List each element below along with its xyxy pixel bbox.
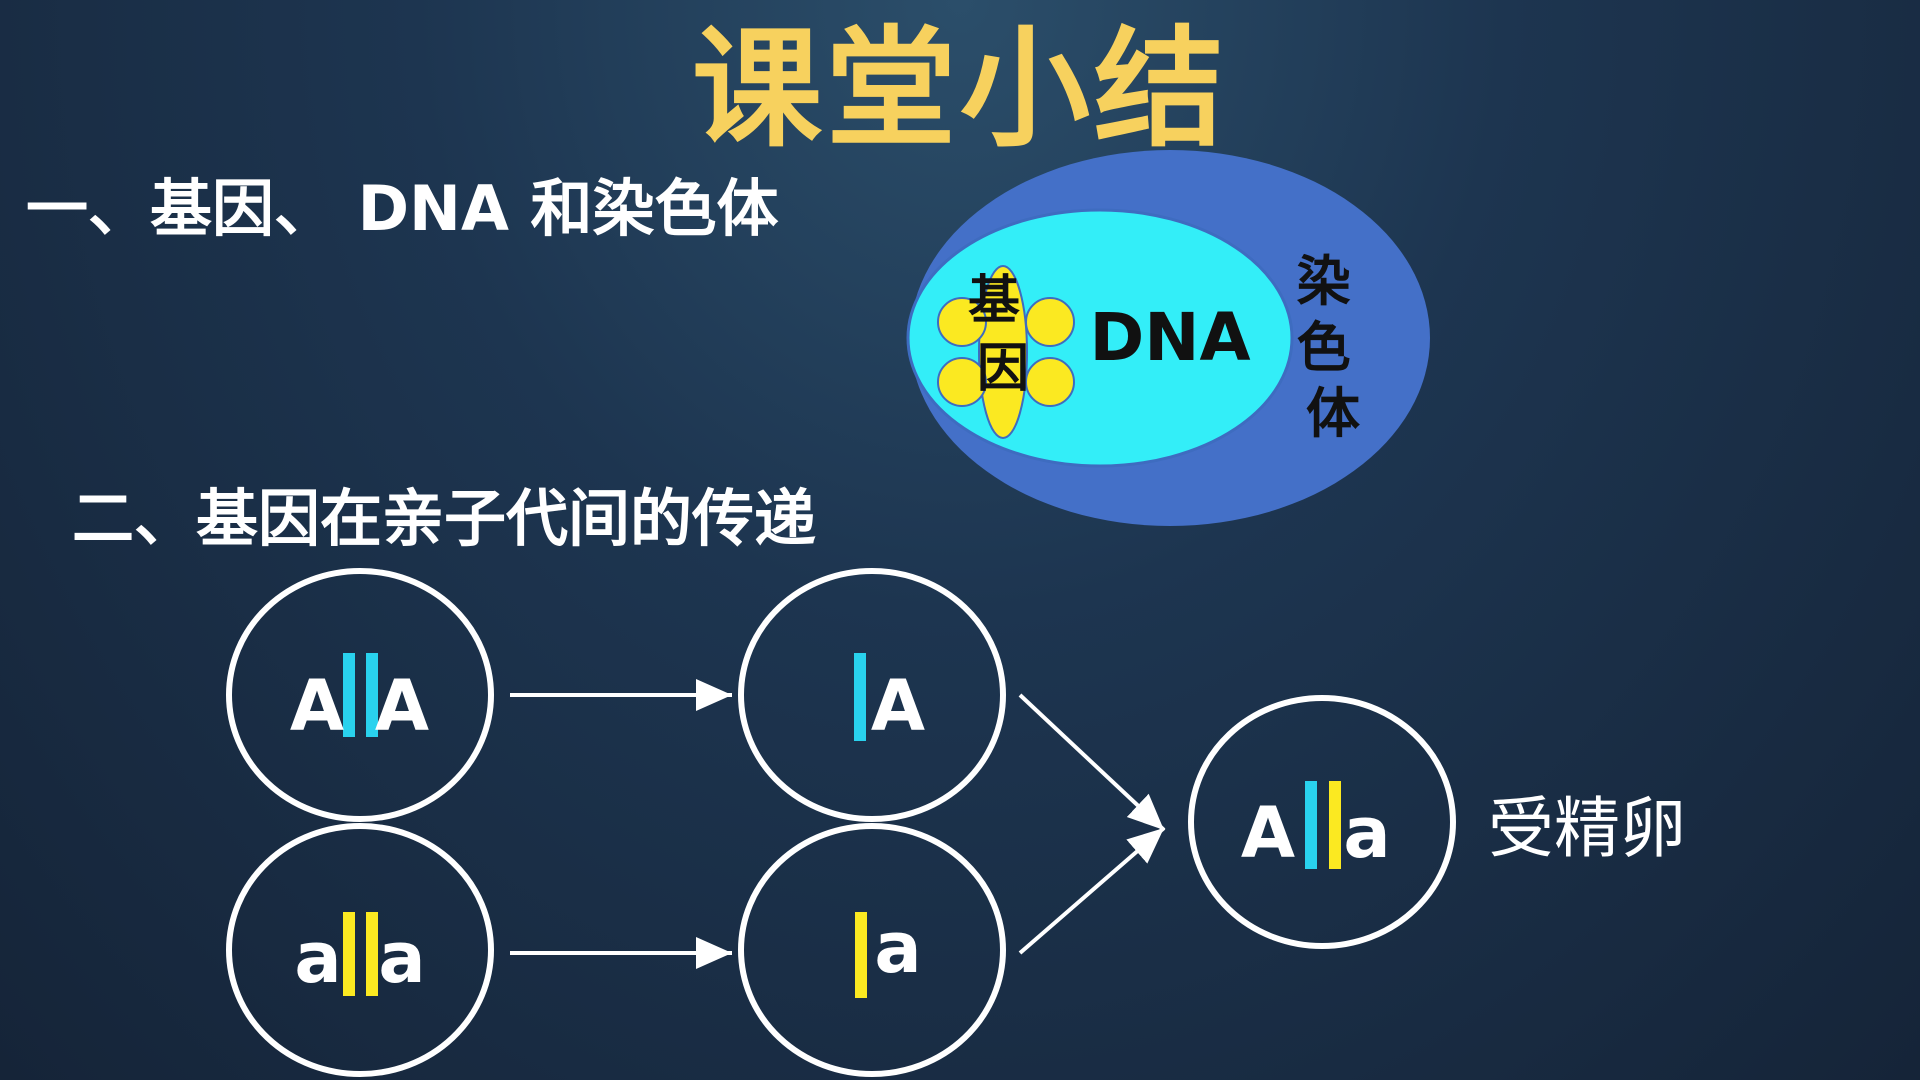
chromosome-label: 染 色 体 [1297,250,1370,445]
allele-label: A [1241,792,1295,874]
gene-cluster-icon: 基 因 [937,265,1075,439]
allele-label: a [874,907,921,989]
chromosome-dna-gene-diagram: 基 因 DNA 染 色 体 [906,150,1430,526]
arrow-gamete-top-to-zygote [1018,693,1166,832]
chromosome-bar-a-dominant [1305,781,1317,869]
gene-center-shape [978,265,1028,439]
allele-label: a [1343,792,1390,874]
gamete-cell-top [738,568,1006,822]
allele-label: A [290,665,344,747]
chromosome-bar-a-recessive [343,912,355,996]
section-heading-gene-dna-chromosome: 一、基因、 DNA 和染色体 [26,172,779,245]
allele-label: A [375,665,429,747]
gene-transmission-diagram: A A a a A a A a [226,568,1456,1077]
zygote-label: 受精卵 [1488,790,1686,867]
allele-label: a [378,917,425,999]
parent-cell-top [226,568,494,822]
gene-circle [1025,357,1075,407]
gene-circle [937,357,987,407]
parent-cell-bottom [226,823,494,1077]
gene-circle [1025,297,1075,347]
allele-label: a [294,917,341,999]
chromosome-bar-a-recessive [366,912,378,996]
page-title: 课堂小结 [691,13,1228,165]
gene-circle [937,297,987,347]
chromosome-bar-a-dominant [343,653,355,737]
chromosome-bar-a-dominant [366,653,378,737]
zygote-cell [1188,695,1456,949]
allele-label: A [871,665,925,747]
gene-label: 基 因 [968,271,1038,399]
chromosome-bar-a-dominant [854,653,866,741]
chromosome-bar-a-recessive [1329,781,1341,869]
arrow-gamete-bottom-to-zygote [1018,826,1166,955]
chromosome-bar-a-recessive [855,912,867,998]
dna-label: DNA [1089,299,1250,376]
gamete-cell-bottom [738,823,1006,1077]
section-heading-gene-transmission: 二、基因在亲子代间的传递 [72,482,817,555]
